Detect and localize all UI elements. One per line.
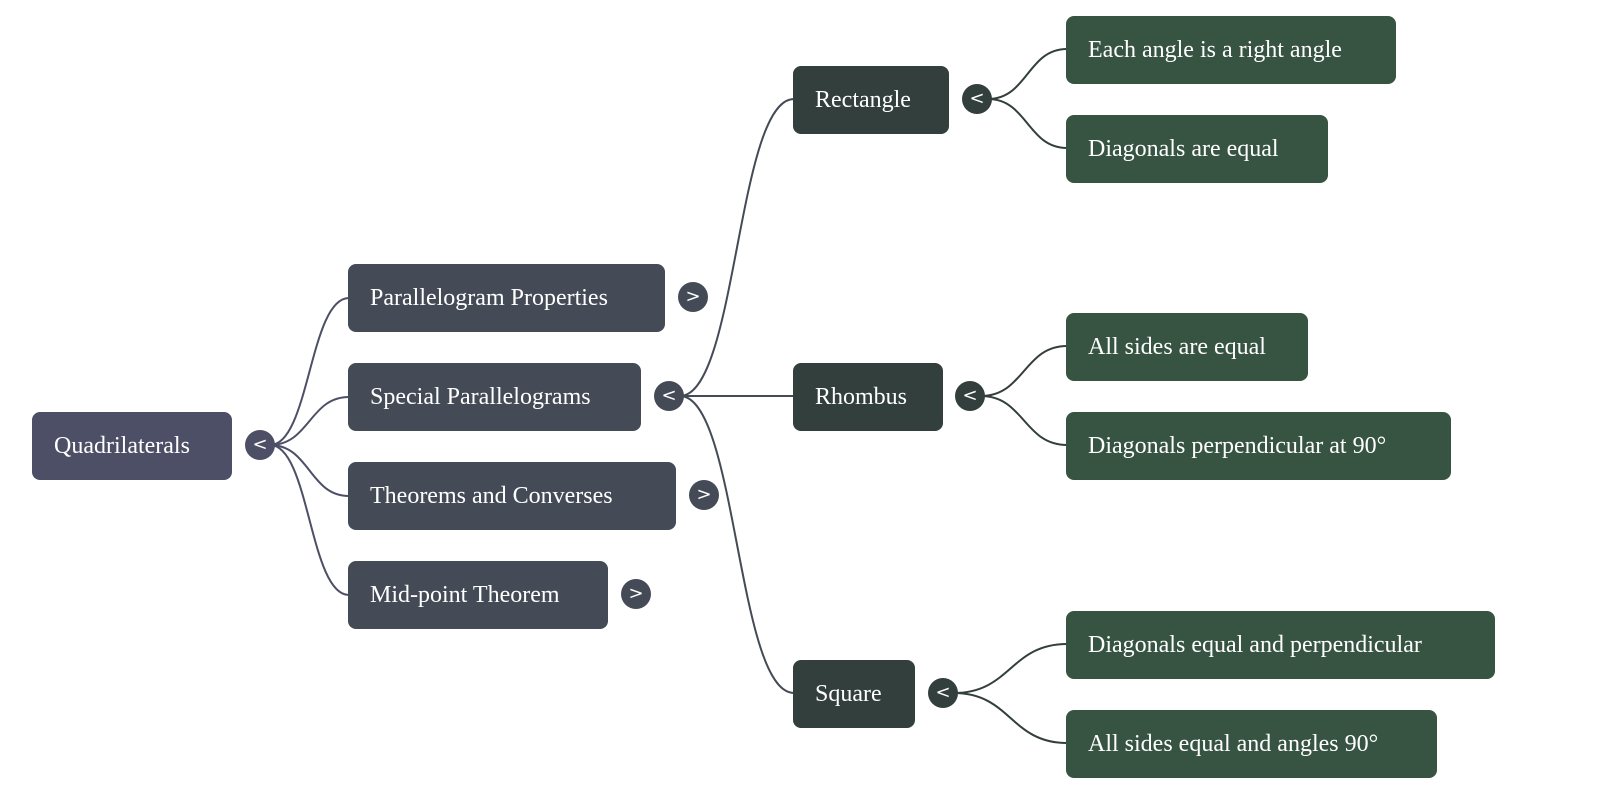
node-rhombus[interactable]: Rhombus xyxy=(793,363,943,431)
node-label: Special Parallelograms xyxy=(370,384,591,410)
link-root-to-level1-2 xyxy=(269,444,350,497)
link-root-to-level1-1 xyxy=(269,396,350,446)
node-label: Diagonals perpendicular at 90° xyxy=(1088,433,1387,459)
node-label: Theorems and Converses xyxy=(370,483,613,509)
node-parallelogram-properties[interactable]: Parallelogram Properties xyxy=(348,264,665,332)
link-special-to-level2-2 xyxy=(679,395,795,694)
collapse-toggle-rhombus[interactable]: < xyxy=(955,381,985,411)
node-diagonals-perpendicular[interactable]: Diagonals perpendicular at 90° xyxy=(1066,412,1451,480)
node-label: Rectangle xyxy=(815,87,911,113)
node-label: Quadrilaterals xyxy=(54,433,190,459)
collapse-toggle-special-parallelograms[interactable]: < xyxy=(654,381,684,411)
link-rectangle-child-1 xyxy=(987,98,1068,149)
node-label: All sides equal and angles 90° xyxy=(1088,731,1379,757)
node-label: All sides are equal xyxy=(1088,334,1266,360)
node-label: Diagonals are equal xyxy=(1088,136,1279,162)
collapse-toggle-rectangle[interactable]: < xyxy=(962,84,992,114)
node-all-sides-equal-angles-90[interactable]: All sides equal and angles 90° xyxy=(1066,710,1437,778)
link-rhombus-child-1 xyxy=(980,395,1068,446)
node-label: Diagonals equal and perpendicular xyxy=(1088,632,1422,658)
node-quadrilaterals[interactable]: Quadrilaterals xyxy=(32,412,232,480)
expand-toggle-theorems-and-converses[interactable]: > xyxy=(689,480,719,510)
expand-toggle-mid-point-theorem[interactable]: > xyxy=(621,579,651,609)
collapse-toggle-square[interactable]: < xyxy=(928,678,958,708)
node-mid-point-theorem[interactable]: Mid-point Theorem xyxy=(348,561,608,629)
node-special-parallelograms[interactable]: Special Parallelograms xyxy=(348,363,641,431)
link-square-child-1 xyxy=(953,692,1068,744)
node-diagonals-equal-perpendicular[interactable]: Diagonals equal and perpendicular xyxy=(1066,611,1495,679)
node-label: Rhombus xyxy=(815,384,908,410)
node-rectangle-diagonals-equal[interactable]: Diagonals are equal xyxy=(1066,115,1328,183)
node-label: Each angle is a right angle xyxy=(1088,37,1342,63)
link-rhombus-child-0 xyxy=(980,345,1068,397)
node-all-sides-equal[interactable]: All sides are equal xyxy=(1066,313,1308,381)
node-each-angle-right-angle[interactable]: Each angle is a right angle xyxy=(1066,16,1396,84)
link-special-to-level2-0 xyxy=(679,98,795,397)
collapse-toggle-quadrilaterals[interactable]: < xyxy=(245,430,275,460)
node-theorems-and-converses[interactable]: Theorems and Converses xyxy=(348,462,676,530)
node-square[interactable]: Square xyxy=(793,660,915,728)
node-rectangle[interactable]: Rectangle xyxy=(793,66,949,134)
link-rectangle-child-0 xyxy=(987,48,1068,100)
node-label: Mid-point Theorem xyxy=(370,582,560,608)
node-label: Parallelogram Properties xyxy=(370,285,608,311)
link-square-child-0 xyxy=(953,643,1068,694)
node-label: Square xyxy=(815,681,882,707)
link-root-to-level1-3 xyxy=(269,444,350,596)
expand-toggle-parallelogram-properties[interactable]: > xyxy=(678,282,708,312)
link-root-to-level1-0 xyxy=(269,297,350,446)
